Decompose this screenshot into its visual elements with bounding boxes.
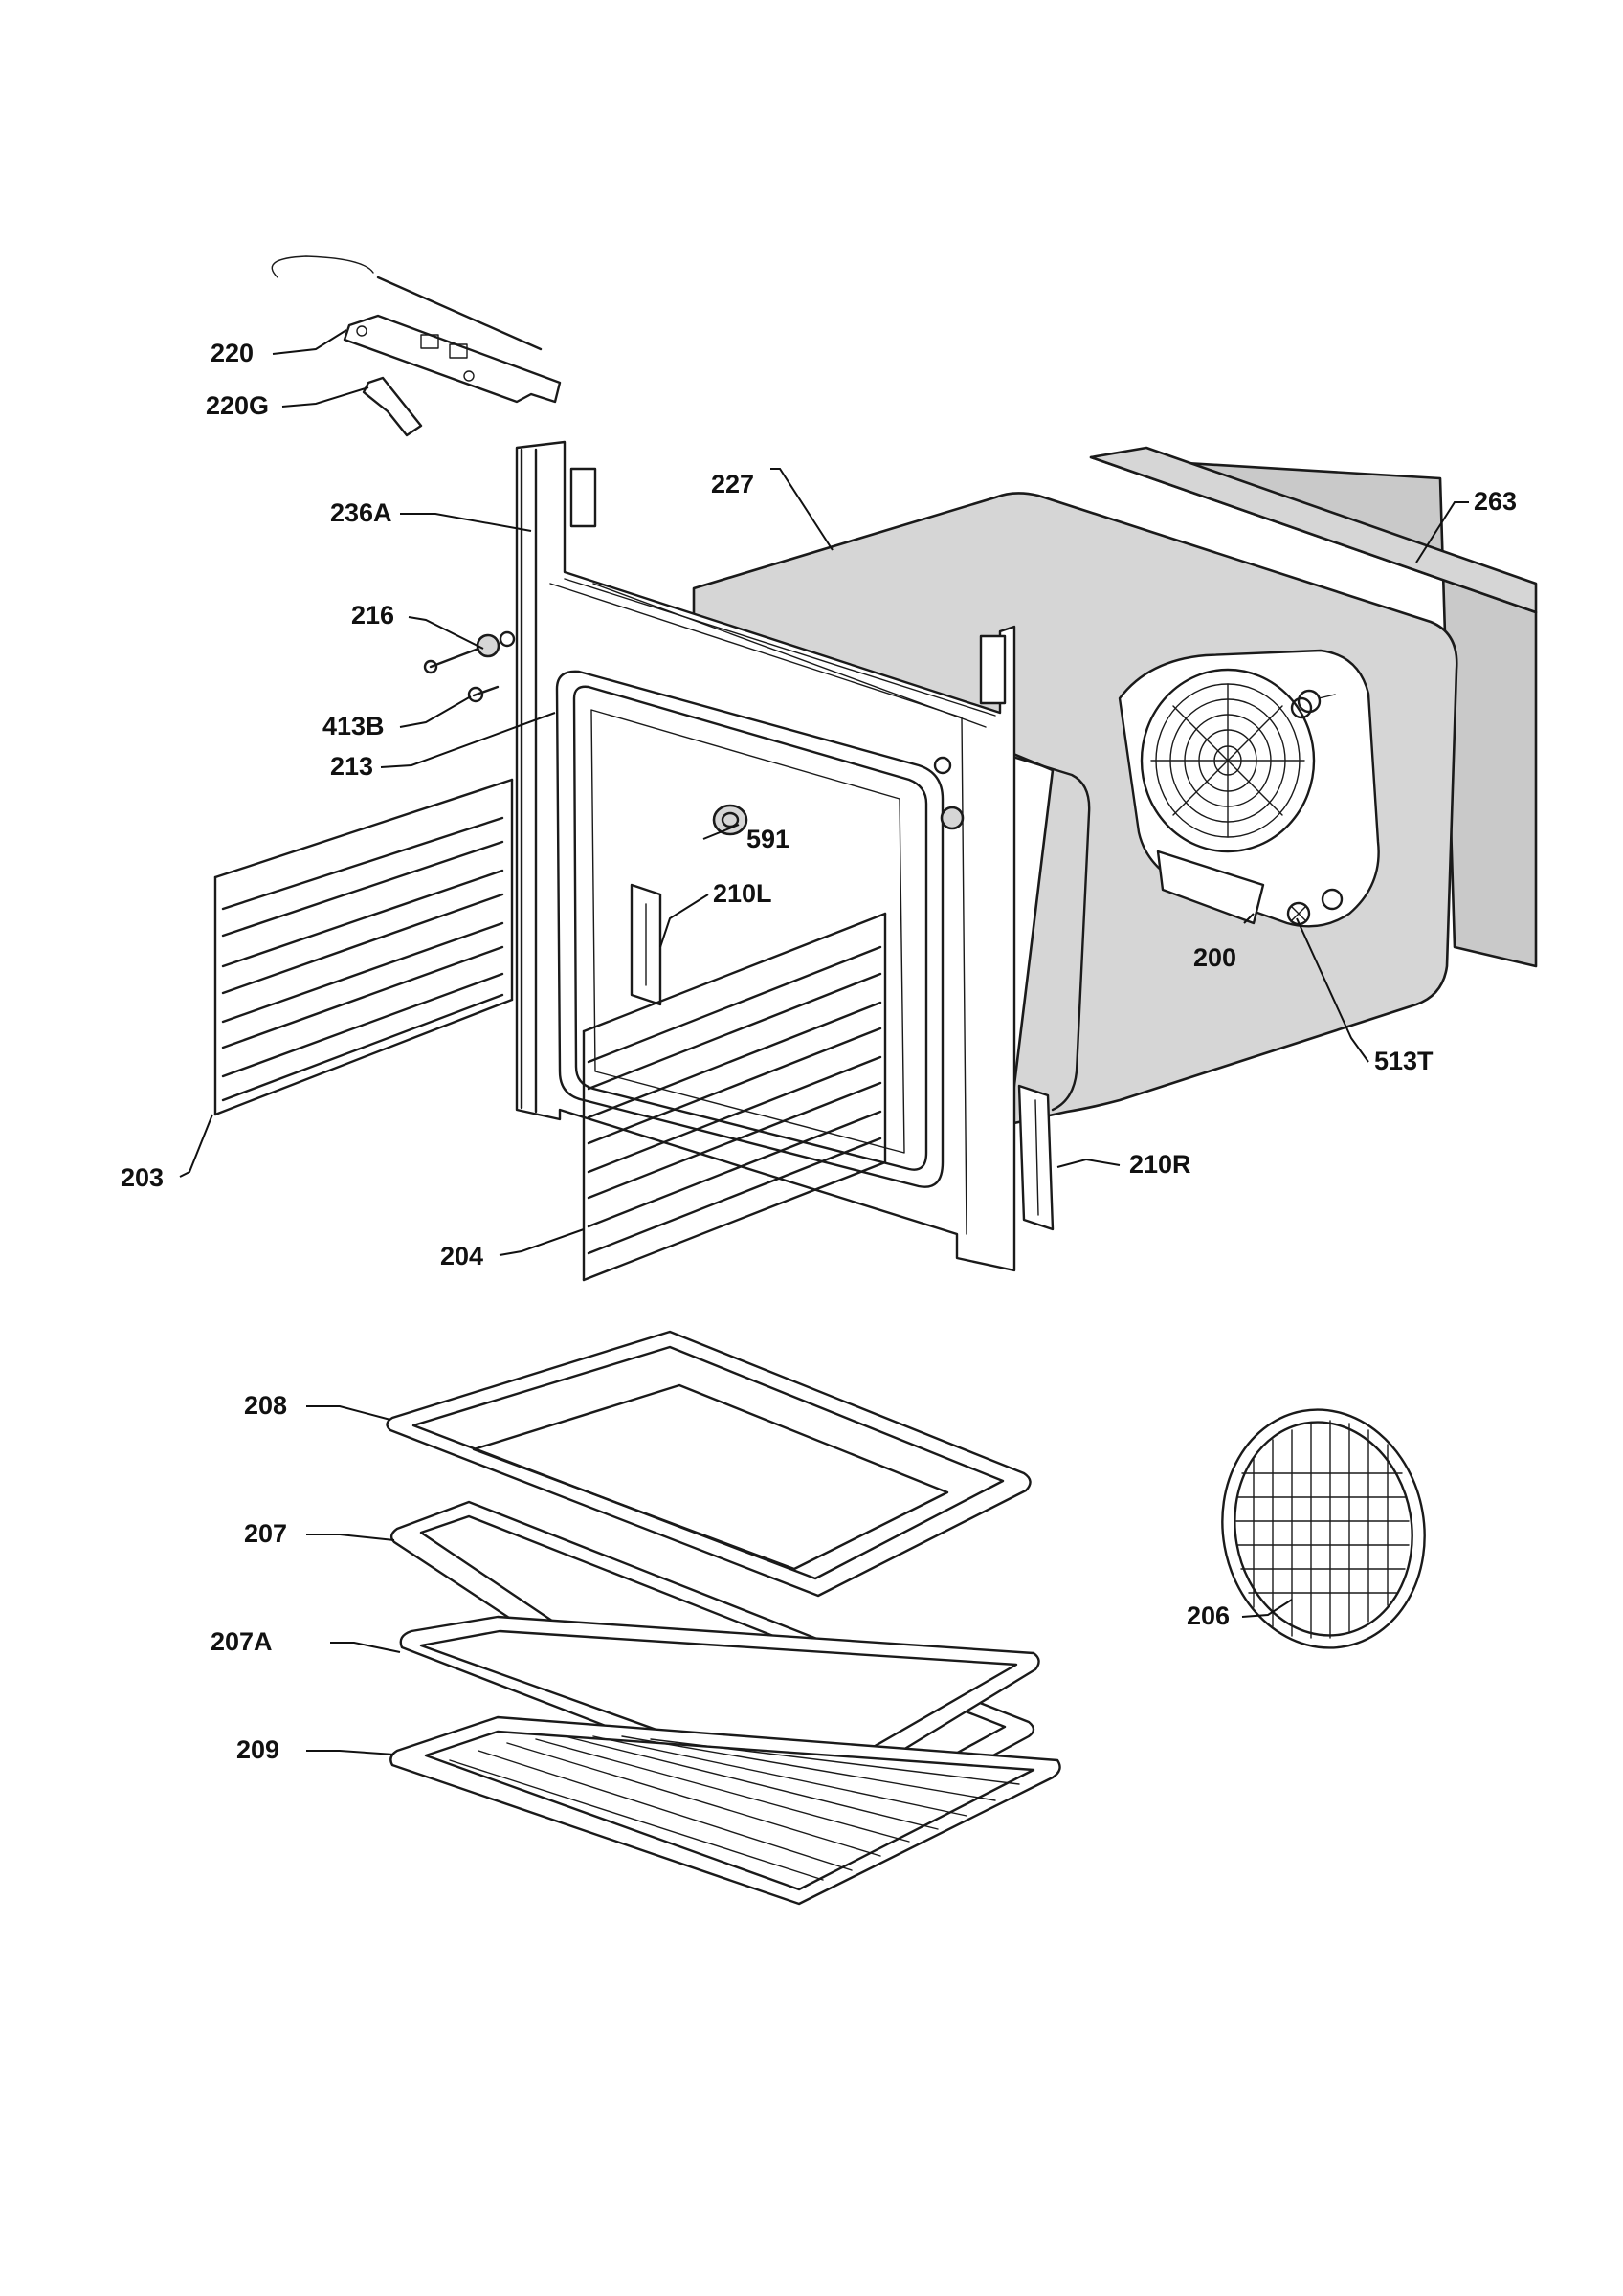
oven-cavity-wrap-227	[692, 492, 1458, 1126]
label-207: 207	[244, 1519, 287, 1548]
label-203: 203	[121, 1163, 164, 1192]
fan-assembly-200	[1118, 649, 1380, 928]
fan-grille-206	[1221, 1408, 1426, 1649]
label-210L: 210L	[713, 879, 772, 908]
label-513T: 513T	[1374, 1047, 1434, 1075]
baking-tray-208	[386, 1330, 1032, 1598]
screw-413B	[467, 685, 500, 703]
label-209: 209	[236, 1735, 279, 1764]
part-labels: 220 220G 236A 216 413B 213 227 263 591 2…	[121, 339, 1517, 1764]
label-200: 200	[1193, 943, 1236, 972]
frame-screws	[933, 756, 965, 830]
label-207A: 207A	[211, 1627, 273, 1656]
clip-220G	[362, 376, 423, 437]
label-206: 206	[1187, 1601, 1230, 1630]
side-rack-203	[213, 778, 514, 1116]
label-208: 208	[244, 1391, 287, 1420]
label-236A: 236A	[330, 498, 392, 527]
lamp-bracket-220	[271, 255, 562, 404]
label-227: 227	[711, 470, 754, 498]
right-bracket-210R	[1017, 1084, 1055, 1231]
label-204: 204	[440, 1242, 483, 1270]
grommet-591	[712, 804, 748, 836]
insulation-panel-263	[1089, 446, 1538, 968]
side-rack-204	[582, 912, 887, 1282]
label-413B: 413B	[322, 712, 385, 740]
label-220G: 220G	[206, 391, 269, 420]
label-216: 216	[351, 601, 394, 629]
screw-216	[423, 630, 516, 674]
label-591: 591	[746, 825, 789, 853]
label-220: 220	[211, 339, 254, 367]
label-210R: 210R	[1129, 1150, 1191, 1179]
leader-lines	[179, 329, 1469, 1755]
label-263: 263	[1474, 487, 1517, 516]
label-213: 213	[330, 752, 373, 781]
left-bracket-210L	[630, 883, 662, 1006]
grill-rack-209	[389, 1715, 1061, 1906]
